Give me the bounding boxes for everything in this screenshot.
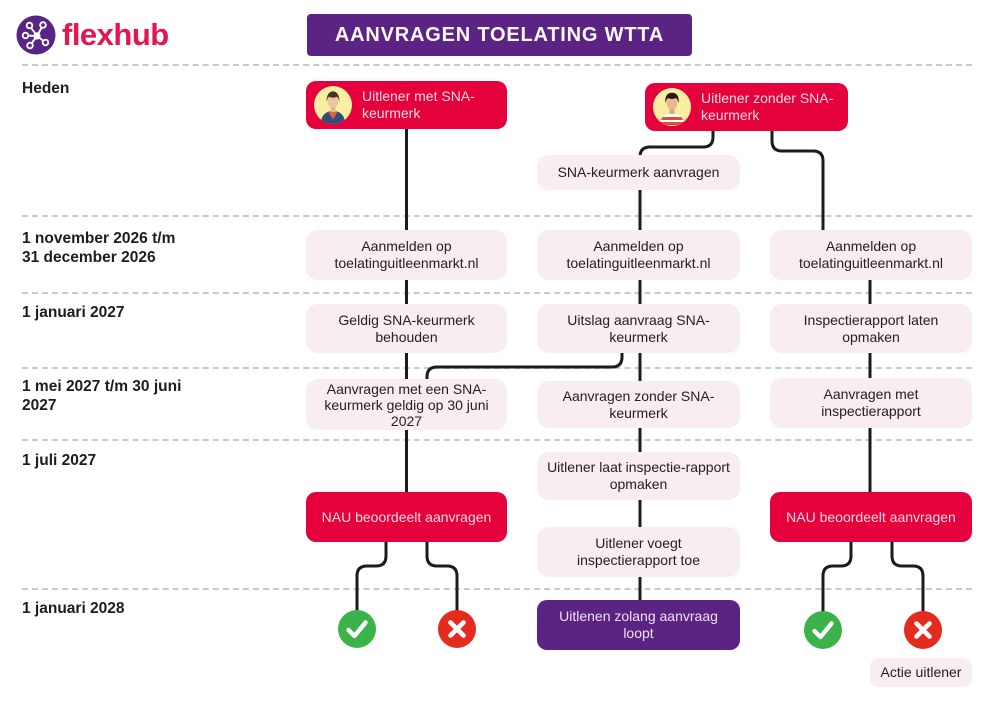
connector-nau1-rejected	[425, 540, 459, 613]
check-circle-icon	[338, 610, 376, 648]
timeline-divider	[22, 64, 972, 66]
node-aanvragen-met-inspectierapport: Aanvragen met inspectierapport	[770, 378, 972, 428]
timeline-divider	[22, 439, 972, 441]
node-uitlener-met-sna: Uitlener met SNA-keurmerk	[306, 81, 507, 129]
cross-circle-icon	[438, 610, 476, 648]
timeline-label-heden: Heden	[22, 80, 70, 97]
node-inspectierapport-laten-opmaken: Inspectierapport laten opmaken	[770, 304, 972, 353]
page-title-banner: AANVRAGEN TOELATING WTTA	[307, 14, 692, 56]
person-avatar-icon	[314, 86, 352, 124]
connector-zonder-to-col2	[638, 129, 715, 602]
cross-circle-icon	[904, 611, 942, 649]
node-uitlener-laat-inspectierapport: Uitlener laat inspectie-rapport opmaken	[537, 452, 740, 500]
connector-zonder-to-col3	[770, 129, 825, 236]
timeline-divider	[22, 588, 972, 590]
node-sna-keurmerk-aanvragen: SNA-keurmerk aanvragen	[537, 155, 740, 190]
node-uitslag-aanvraag-sna: Uitslag aanvraag SNA-keurmerk	[537, 304, 740, 353]
timeline-divider	[22, 292, 972, 294]
node-aanmelden-col2: Aanmelden op toelatinguitleenmarkt.nl	[537, 230, 740, 280]
connector-nau2-approved	[821, 540, 853, 614]
person-avatar-icon	[653, 88, 691, 126]
node-label: Uitlener zonder SNA-keurmerk	[701, 90, 834, 123]
node-nau-beoordeelt-col3: NAU beoordeelt aanvragen	[770, 492, 972, 542]
connector-nau2-rejected	[890, 540, 925, 614]
flexhub-logo-icon	[16, 15, 56, 55]
timeline-label-1-juli-2027: 1 juli 2027	[22, 452, 97, 469]
node-label: Uitlener met SNA-keurmerk	[362, 88, 475, 121]
node-uitlener-zonder-sna: Uitlener zonder SNA-keurmerk	[645, 83, 848, 131]
node-aanmelden-col3: Aanmelden op toelatinguitleenmarkt.nl	[770, 230, 972, 280]
node-uitlener-voegt-inspectierapport: Uitlener voegt inspectierapport toe	[537, 527, 740, 577]
timeline-label-1-jan-2027: 1 januari 2027	[22, 304, 125, 321]
timeline-divider	[22, 215, 972, 217]
node-nau-beoordeelt-col1: NAU beoordeelt aanvragen	[306, 492, 507, 542]
page-title: AANVRAGEN TOELATING WTTA	[334, 23, 665, 46]
node-aanmelden-col1: Aanmelden op toelatinguitleenmarkt.nl	[306, 230, 507, 280]
legend-actie-uitlener: Actie uitlener	[870, 658, 972, 687]
check-circle-icon	[804, 611, 842, 649]
timeline-label-1-jan-2028: 1 januari 2028	[22, 600, 125, 617]
node-aanvragen-zonder-sna: Aanvragen zonder SNA-keurmerk	[537, 381, 740, 428]
node-aanvragen-met-sna: Aanvragen met een SNA-keurmerk geldig op…	[306, 379, 507, 430]
connector-nau1-approved	[355, 540, 388, 613]
connector-uitslag-to-col1	[425, 351, 624, 383]
node-uitlenen-zolang-aanvraag-loopt: Uitlenen zolang aanvraag loopt	[537, 600, 740, 650]
brand-wordmark: flexhub	[62, 17, 169, 52]
node-geldig-sna-behouden: Geldig SNA-keurmerk behouden	[306, 304, 507, 353]
